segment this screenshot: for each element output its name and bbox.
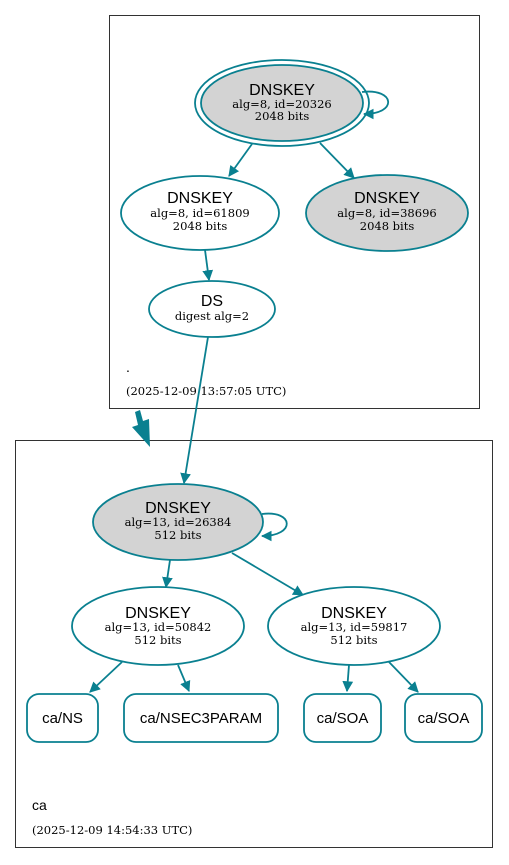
node-ds-title: DS — [201, 293, 223, 310]
zone-ca-timestamp: (2025-12-09 14:54:33 UTC) — [32, 823, 192, 837]
node-ds-shape — [148, 280, 276, 338]
node-ds: DS digest alg=2 — [148, 280, 276, 338]
node-rr-nsec3param-shape — [123, 693, 279, 743]
node-rr-soa1-label: ca/SOA — [317, 710, 369, 727]
edge-zsk1-to-ds — [202, 249, 214, 282]
edge-ca-ksk-self — [260, 512, 288, 542]
edge-ca-ksk-to-zsk1 — [162, 559, 173, 589]
node-ds-digest: digest alg=2 — [175, 309, 249, 323]
node-root-zsk1-shape — [120, 175, 280, 251]
node-root-zsk1-title: DNSKEY — [167, 190, 233, 207]
edge-zone-delegation — [132, 410, 150, 447]
node-rr-nsec3param: ca/NSEC3PARAM — [123, 693, 279, 743]
node-ca-zsk1-params: alg=13, id=50842 — [105, 620, 212, 634]
edge-ca-zsk1-to-ns — [89, 661, 123, 693]
zone-ca-name: ca — [32, 797, 47, 813]
node-root-zsk1-params: alg=8, id=61809 — [150, 206, 249, 220]
node-root-zsk2-params: alg=8, id=38696 — [337, 206, 436, 220]
node-rr-soa2-label: ca/SOA — [418, 710, 470, 727]
edge-root-ksk-to-zsk1 — [228, 143, 253, 177]
edge-ca-ksk-to-zsk2 — [231, 552, 304, 596]
zone-root-timestamp: (2025-12-09 13:57:05 UTC) — [126, 384, 286, 398]
node-ca-zsk1: DNSKEY alg=13, id=50842 512 bits — [71, 586, 245, 666]
node-rr-soa1-shape — [303, 693, 382, 743]
node-rr-soa2: ca/SOA — [404, 693, 483, 743]
node-root-ksk-bits: 2048 bits — [255, 109, 310, 123]
node-root-zsk2: DNSKEY alg=8, id=38696 2048 bits — [305, 174, 469, 252]
node-rr-soa1: ca/SOA — [303, 693, 382, 743]
node-ca-zsk1-shape — [71, 586, 245, 666]
node-root-zsk1: DNSKEY alg=8, id=61809 2048 bits — [120, 175, 280, 251]
node-root-ksk: DNSKEY alg=8, id=20326 2048 bits — [194, 59, 370, 147]
edges — [89, 90, 419, 693]
node-ca-zsk2: DNSKEY alg=13, id=59817 512 bits — [267, 586, 441, 666]
node-root-zsk2-shape — [305, 174, 469, 252]
node-rr-ns-label: ca/NS — [42, 710, 83, 727]
node-ca-ksk: DNSKEY alg=13, id=26384 512 bits — [92, 483, 264, 561]
node-ca-zsk2-title: DNSKEY — [321, 605, 387, 622]
zone-ca-box — [15, 440, 493, 848]
node-root-zsk1-bits: 2048 bits — [173, 219, 228, 233]
node-root-ksk-title: DNSKEY — [249, 82, 315, 99]
node-rr-soa2-shape — [404, 693, 483, 743]
node-ca-zsk1-title: DNSKEY — [125, 605, 191, 622]
node-ca-ksk-shape — [92, 483, 264, 561]
node-rr-ns-shape — [26, 693, 99, 743]
node-ca-ksk-params: alg=13, id=26384 — [125, 515, 232, 529]
node-ca-zsk2-shape — [267, 586, 441, 666]
edge-root-ksk-self — [361, 90, 390, 120]
edge-root-ksk-to-zsk2 — [319, 142, 355, 179]
node-ca-zsk1-bits: 512 bits — [134, 633, 181, 647]
edge-ca-zsk1-to-nsec3param — [177, 664, 191, 692]
node-ca-ksk-title: DNSKEY — [145, 500, 211, 517]
edge-ca-zsk2-to-soa2 — [388, 661, 419, 693]
node-rr-ns: ca/NS — [26, 693, 99, 743]
node-rr-nsec3param-label: ca/NSEC3PARAM — [140, 710, 262, 727]
node-root-ksk-params: alg=8, id=20326 — [232, 97, 331, 111]
zone-root-name: . — [126, 359, 130, 375]
edge-ds-to-ca-ksk — [180, 336, 209, 485]
node-root-ksk-shape — [200, 64, 364, 142]
node-root-zsk2-title: DNSKEY — [354, 190, 420, 207]
node-ca-ksk-bits: 512 bits — [154, 528, 201, 542]
node-root-zsk2-bits: 2048 bits — [360, 219, 415, 233]
zone-root-box — [109, 15, 480, 409]
node-ca-zsk2-bits: 512 bits — [330, 633, 377, 647]
node-ca-zsk2-params: alg=13, id=59817 — [301, 620, 408, 634]
node-root-ksk-outer — [194, 59, 370, 147]
edge-ca-zsk2-to-soa1 — [342, 664, 354, 693]
